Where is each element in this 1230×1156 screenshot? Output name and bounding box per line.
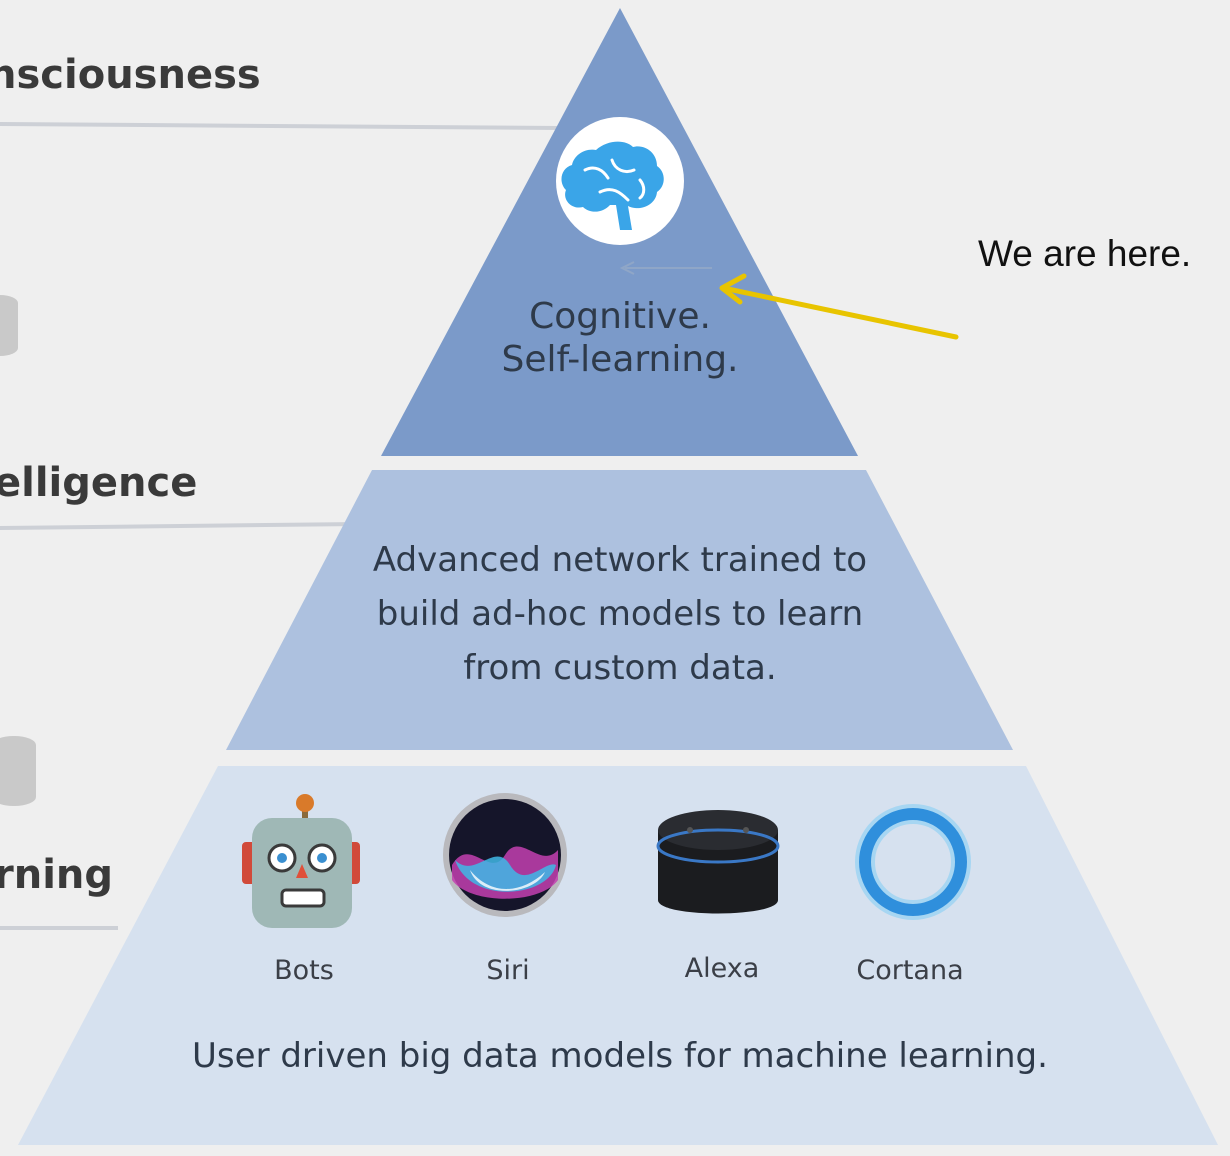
side-label-intelligence: elligence	[0, 460, 198, 506]
pyramid-tier-middle	[226, 470, 1013, 750]
tier-middle-line3: from custom data.	[463, 648, 777, 688]
tier-middle-line2: build ad-hoc models to learn	[376, 594, 864, 634]
item-label-cortana: Cortana	[856, 955, 964, 986]
item-label-bots: Bots	[274, 955, 334, 986]
annotation-text: We are here.	[978, 233, 1192, 274]
tier-middle-text: Advanced network trained to build ad-hoc…	[320, 533, 920, 695]
echo-dot-icon	[656, 810, 780, 914]
tier-middle-line1: Advanced network trained to	[372, 540, 868, 580]
annotation-arrow	[719, 273, 959, 340]
leader-line-middle	[0, 522, 361, 530]
cortana-icon	[855, 804, 971, 920]
tier-top-line2: Self-learning.	[501, 339, 739, 380]
tier-bottom-caption: User driven big data models for machine …	[192, 1036, 1048, 1076]
robot-icon	[242, 794, 360, 928]
faint-arrow	[619, 261, 712, 275]
side-label-consciousness: nsciousness	[0, 52, 261, 98]
brain-icon	[556, 117, 684, 245]
tier-top-line1: Cognitive.	[529, 296, 711, 337]
leader-line-top	[0, 122, 561, 130]
item-label-alexa: Alexa	[684, 953, 760, 984]
siri-icon	[443, 793, 567, 917]
item-label-siri: Siri	[486, 955, 530, 986]
database-icon	[0, 736, 36, 806]
tier-top-text: Cognitive. Self-learning.	[470, 295, 770, 381]
pyramid-tier-bottom	[18, 766, 1218, 1145]
side-label-learning: rning	[0, 852, 114, 898]
database-icon	[0, 295, 18, 356]
